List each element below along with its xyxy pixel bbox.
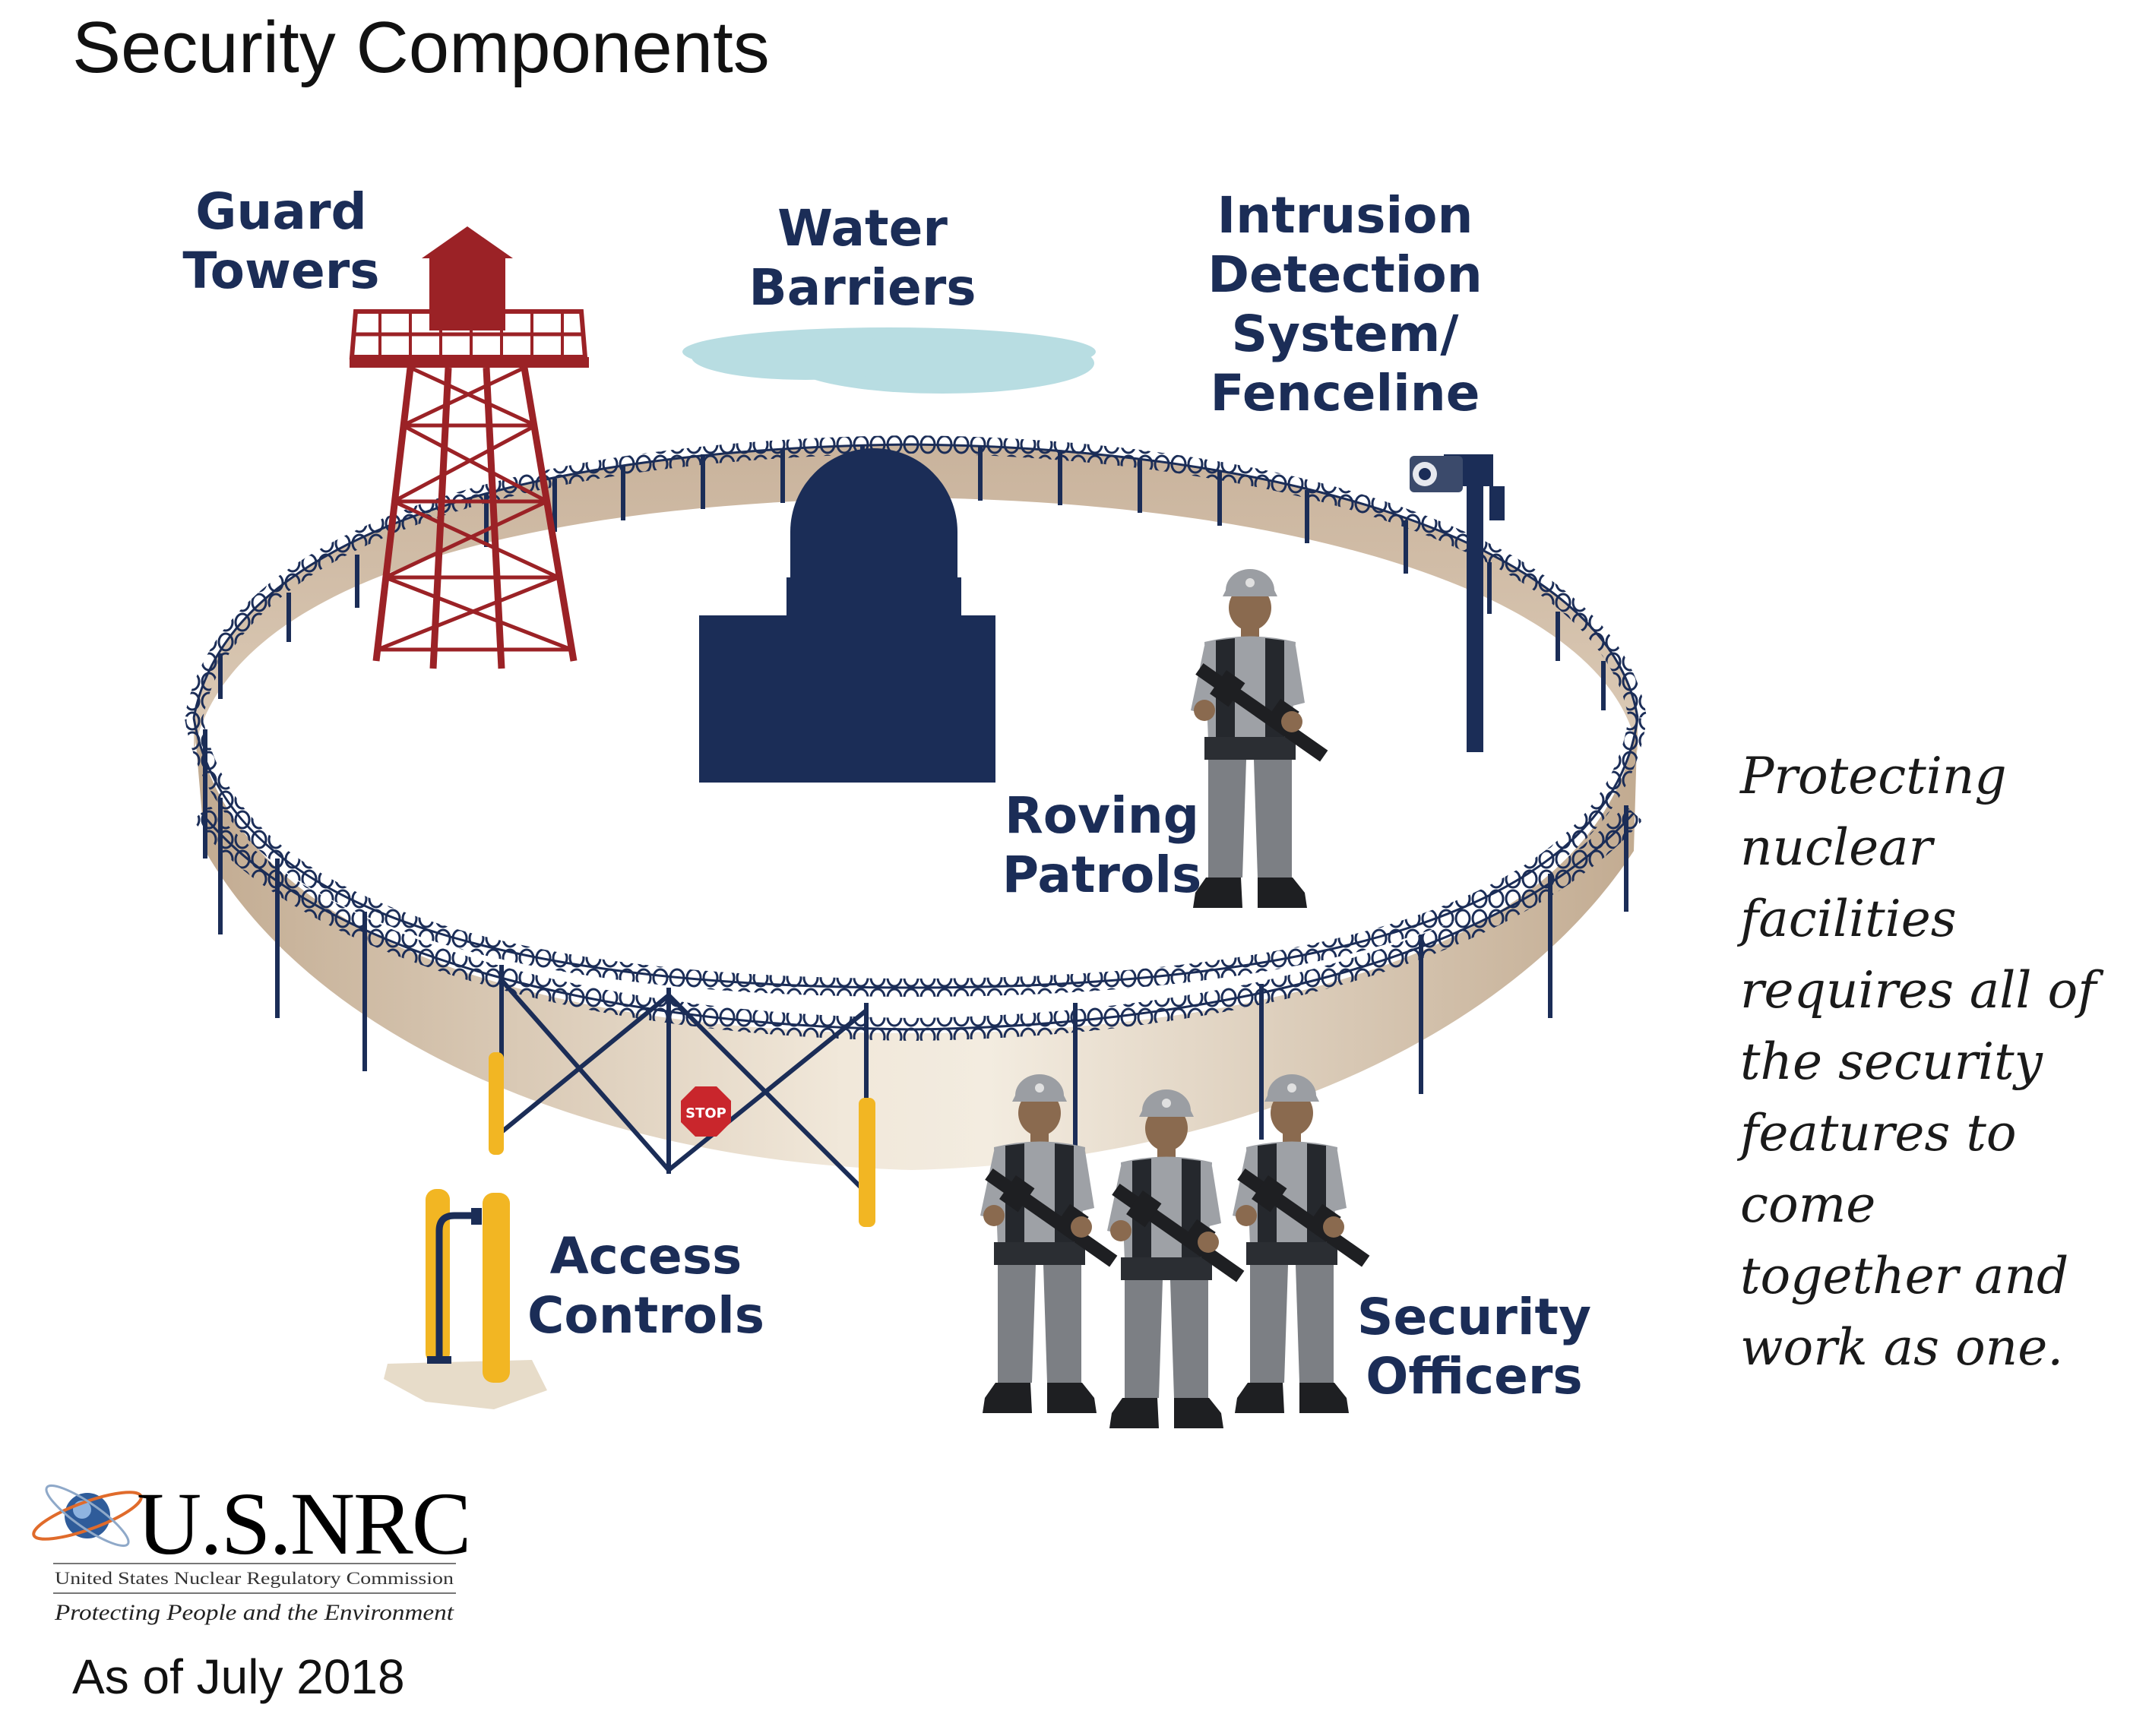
nrc-logo-name: U.S.NRC: [137, 1474, 470, 1573]
stop-sign-label: STOP: [685, 1105, 726, 1121]
security-camera: [1410, 454, 1505, 752]
stop-sign: STOP: [681, 1086, 731, 1137]
perimeter-wall-back: [185, 435, 1647, 752]
perimeter-wall-front: [185, 716, 1647, 1227]
nrc-logo-subtitle: United States Nuclear Regulatory Commiss…: [55, 1569, 454, 1588]
security-officers-group: [980, 1074, 1378, 1428]
water-barrier-shape: [682, 327, 1096, 394]
nrc-logo-tagline: Protecting People and the Environment: [54, 1600, 454, 1625]
label-access-controls: Access Controls: [527, 1227, 765, 1345]
guard-tower: [349, 226, 589, 669]
nrc-logo: U.S.NRC United States Nuclear Regulatory…: [32, 1474, 471, 1625]
label-guard-towers: Guard Towers: [182, 182, 380, 300]
access-control-bollards: [384, 1189, 547, 1409]
footer-date: As of July 2018: [72, 1649, 405, 1704]
label-roving-patrols: Roving Patrols: [1002, 786, 1202, 904]
label-water-barriers: Water Barriers: [749, 199, 976, 317]
page-title: Security Components: [72, 7, 770, 88]
label-intrusion-detection: Intrusion Detection System/ Fenceline: [1207, 186, 1483, 422]
quote-text: Protecting nuclear facilities requires a…: [1740, 747, 2097, 1377]
reactor-building: [699, 448, 995, 783]
label-security-officers: Security Officers: [1356, 1288, 1592, 1406]
